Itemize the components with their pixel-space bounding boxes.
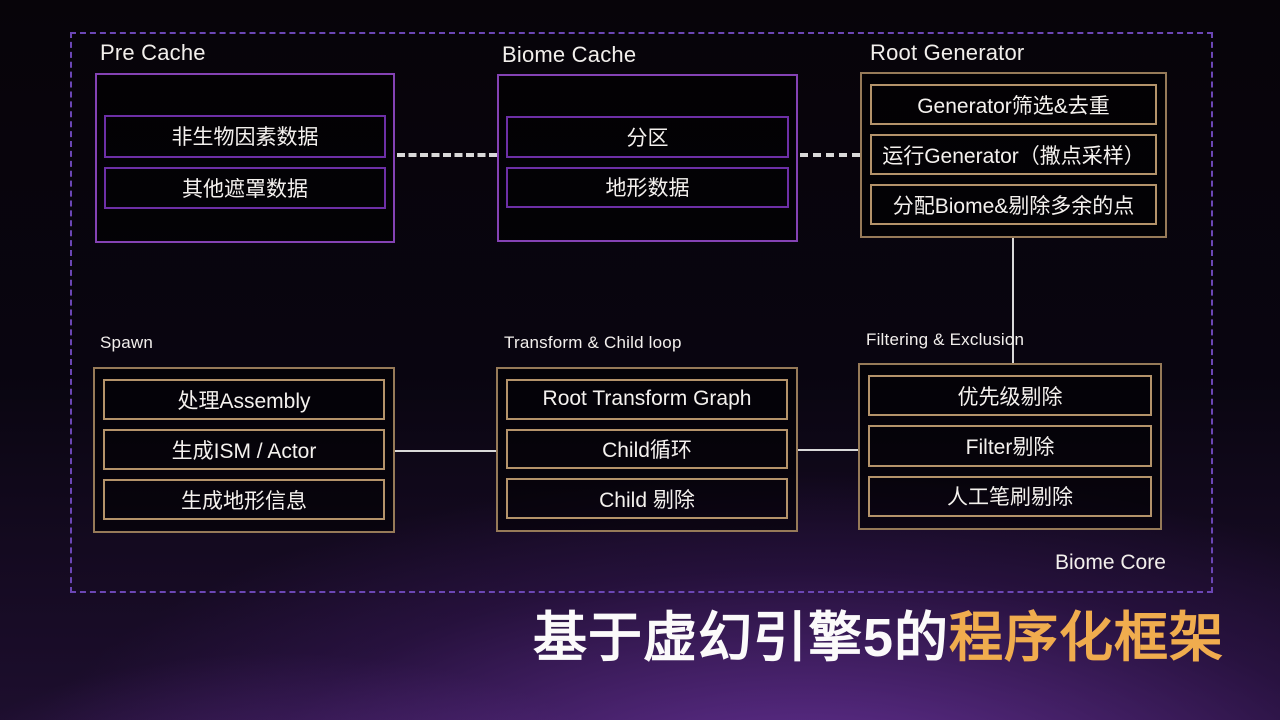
node-run-generator-sampling: 运行Generator（撒点采样） bbox=[870, 134, 1157, 175]
node-generate-ism-actor: 生成ISM / Actor bbox=[103, 429, 385, 470]
group-label-transform-child-loop: Transform & Child loop bbox=[504, 333, 682, 352]
group-label-biome-cache: Biome Cache bbox=[502, 42, 637, 67]
group-box-biome-cache: 分区 地形数据 bbox=[497, 74, 798, 242]
node-priority-cull: 优先级剔除 bbox=[868, 375, 1152, 417]
node-child-loop: Child循环 bbox=[506, 428, 788, 470]
biome-core-label: Biome Core bbox=[1055, 551, 1166, 574]
group-label-pre-cache: Pre Cache bbox=[100, 40, 206, 65]
group-label-spawn: Spawn bbox=[100, 333, 153, 352]
node-other-mask-data: 其他遮罩数据 bbox=[104, 166, 386, 209]
connector-transform-to-spawn bbox=[395, 450, 496, 452]
group-label-filtering-exclusion: Filtering & Exclusion bbox=[866, 330, 1025, 349]
connector-filtering-to-transform bbox=[798, 449, 858, 451]
node-partition: 分区 bbox=[506, 116, 789, 158]
slide-title: 基于虚幻引擎5的程序化框架 bbox=[533, 608, 1225, 668]
connector-precache-to-biomecache bbox=[397, 153, 497, 157]
group-box-filtering-exclusion: 优先级剔除 Filter剔除 人工笔刷剔除 bbox=[858, 363, 1162, 530]
group-box-root-generator: Generator筛选&去重 运行Generator（撒点采样） 分配Biome… bbox=[860, 72, 1167, 238]
slide-title-white-part: 基于虚幻引擎5的 bbox=[533, 608, 950, 668]
node-manual-brush-cull: 人工笔刷剔除 bbox=[868, 475, 1152, 517]
biome-core-frame bbox=[70, 32, 1213, 593]
node-process-assembly: 处理Assembly bbox=[103, 379, 385, 420]
node-filter-cull: Filter剔除 bbox=[868, 425, 1152, 467]
node-generator-filter-dedupe: Generator筛选&去重 bbox=[870, 84, 1157, 125]
group-box-pre-cache: 非生物因素数据 其他遮罩数据 bbox=[95, 73, 395, 243]
group-box-transform-child-loop: Root Transform Graph Child循环 Child 剔除 bbox=[496, 367, 798, 532]
slide-title-gold-part: 程序化框架 bbox=[949, 608, 1225, 668]
connector-rootgenerator-to-filtering bbox=[1012, 238, 1014, 364]
node-generate-terrain-info: 生成地形信息 bbox=[103, 479, 385, 520]
group-box-spawn: 处理Assembly 生成ISM / Actor 生成地形信息 bbox=[93, 367, 395, 533]
node-child-cull: Child 剔除 bbox=[506, 478, 788, 520]
node-abiotic-data: 非生物因素数据 bbox=[104, 115, 386, 158]
connector-biomecache-to-rootgenerator bbox=[800, 153, 860, 157]
node-assign-biome-cull-points: 分配Biome&剔除多余的点 bbox=[870, 184, 1157, 225]
group-label-root-generator: Root Generator bbox=[870, 40, 1025, 65]
node-terrain-data: 地形数据 bbox=[506, 166, 789, 208]
node-root-transform-graph: Root Transform Graph bbox=[506, 379, 788, 420]
